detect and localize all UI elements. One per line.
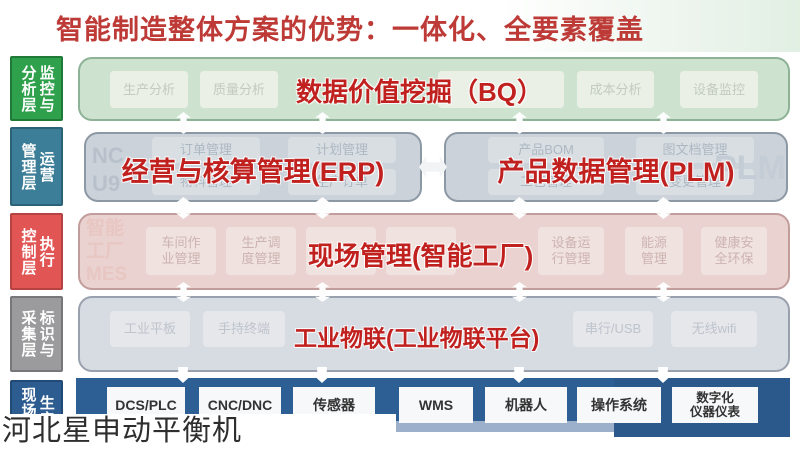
label-collection-layer: 采集层 标识与: [10, 296, 63, 372]
highlight-industrial-iot: 工业物联(工业物联平台): [294, 325, 540, 351]
highlight-smart-factory: 现场管理(智能工厂): [308, 241, 534, 271]
erp-product-watermark: NC U9: [92, 143, 124, 196]
updown-arrow-icon: [656, 197, 671, 219]
label-management-col-right: 运营: [37, 150, 55, 183]
box-wireless-wifi: 无线wifi: [671, 311, 757, 347]
updown-arrow-icon: [176, 112, 191, 134]
updown-arrow-icon: [315, 282, 330, 302]
box-process-management: 工艺管理: [488, 169, 604, 195]
box-document-management: 图文档管理: [636, 137, 754, 163]
updown-arrow-icon: [656, 282, 671, 302]
highlight-erp: 经营与核算管理(ERP): [121, 157, 385, 187]
updown-arrow-icon: [512, 112, 527, 134]
updown-arrow-icon: [656, 112, 671, 134]
label-analysis-layer: 分析层 监控与: [10, 56, 63, 121]
leftright-arrow-icon: [419, 156, 447, 178]
box-material-management: 物料管理: [152, 169, 260, 195]
box-serial-usb: 串行/USB: [573, 311, 653, 347]
label-management-layer: 管理层 运营: [10, 127, 63, 206]
updown-arrow-icon: [512, 282, 527, 302]
highlight-data-value-mining: 数据价值挖掘（BQ）: [296, 77, 544, 107]
highlight-plm: 产品数据管理(PLM): [497, 157, 735, 187]
label-analysis-col-right: 监控与: [37, 64, 55, 113]
box-wms: WMS: [399, 387, 473, 423]
top-right-tint: [500, 0, 800, 52]
label-management-col-left: 管理层: [19, 142, 37, 191]
plm-product-watermark: PLM: [714, 149, 786, 187]
box-digital-instruments: 数字化 仪器仪表: [672, 387, 758, 423]
label-analysis-col-left: 分析层: [19, 64, 37, 113]
box-equipment-monitoring: 设备监控: [680, 71, 758, 108]
label-control-layer: 控制层 执行: [10, 213, 63, 290]
box-workshop-operation: 车间作 业管理: [146, 227, 216, 275]
updown-arrow-icon: [315, 112, 330, 134]
box-quality-analysis: 质量分析: [200, 71, 278, 108]
box-operating-system: 操作系统: [577, 387, 661, 423]
analysis-layer-panel: [78, 57, 790, 121]
box-obscured-control-1: [306, 227, 376, 275]
label-collection-col-left: 采集层: [19, 310, 37, 358]
box-production-order: 生产订单: [288, 169, 396, 195]
box-health-safety: 健康安 全环保: [701, 227, 767, 275]
box-product-bom: 产品BOM: [488, 137, 604, 163]
watermark-band: [0, 414, 396, 449]
label-collection-col-right: 标识与: [37, 310, 55, 358]
box-cost-analysis: 成本分析: [577, 71, 654, 108]
label-control-col-right: 执行: [37, 235, 55, 268]
box-obscured-control-2: [386, 227, 456, 275]
updown-arrow-icon: [176, 282, 191, 302]
updown-arrow-icon: [315, 197, 330, 219]
box-energy-management: 能源 管理: [625, 227, 683, 275]
box-robot: 机器人: [485, 387, 567, 423]
mes-product-watermark: 智能 工厂 MES: [86, 218, 128, 285]
box-order-management: 订单管理: [152, 137, 260, 163]
box-equipment-operation: 设备运 行管理: [538, 227, 604, 275]
updown-arrow-icon: [512, 197, 527, 219]
box-plan-management: 计划管理: [288, 137, 396, 163]
slide-title: 智能制造整体方案的优势：一体化、全要素覆盖: [56, 15, 644, 45]
box-handheld-terminal: 手持终端: [203, 311, 285, 347]
site-watermark: 河北星申动平衡机: [2, 415, 243, 447]
box-obscured-analysis: [438, 71, 564, 108]
box-production-scheduling: 生产调 度管理: [226, 227, 296, 275]
box-change-management: 变更管理: [636, 169, 754, 195]
box-production-analysis: 生产分析: [110, 71, 188, 108]
box-industrial-tablet: 工业平板: [110, 311, 190, 347]
updown-arrow-icon: [176, 197, 191, 219]
label-control-col-left: 控制层: [19, 227, 37, 276]
